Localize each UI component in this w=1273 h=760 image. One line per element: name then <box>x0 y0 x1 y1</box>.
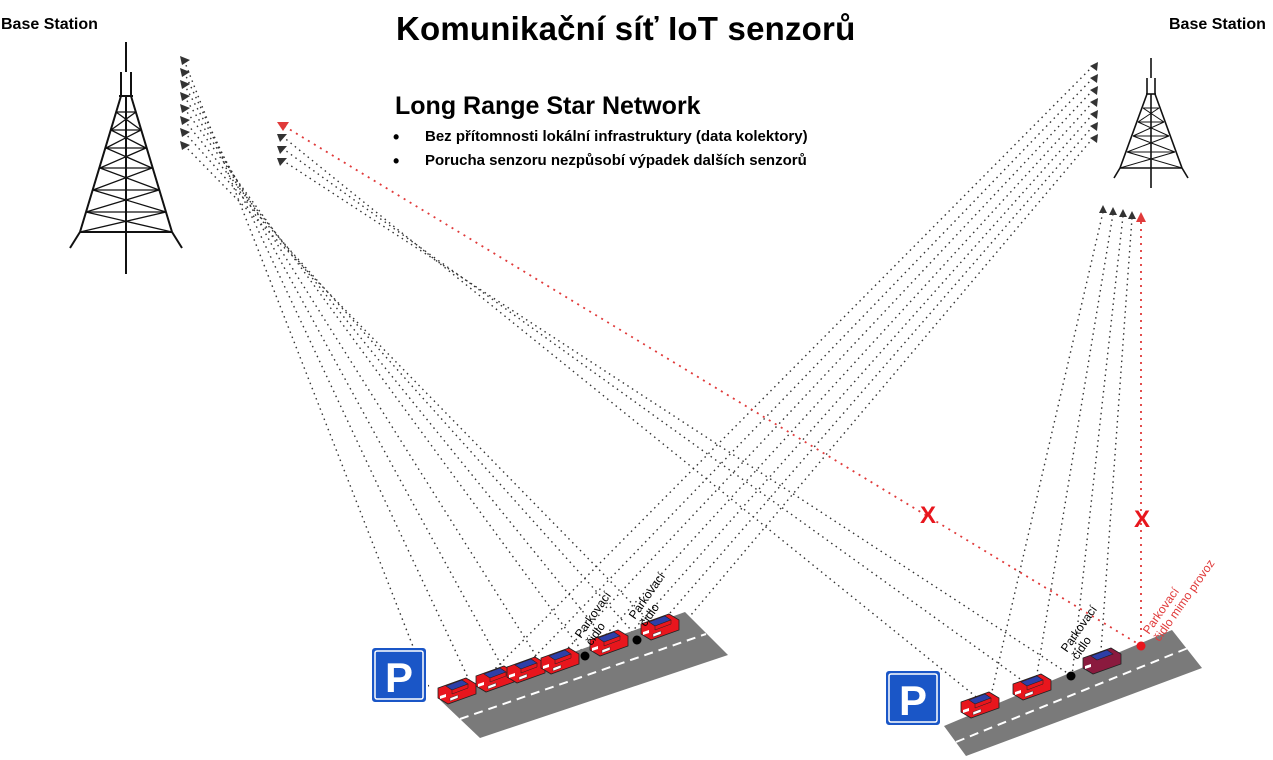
link-right-lot-1 <box>479 65 1094 685</box>
link-right-lot-2 <box>519 77 1094 673</box>
parking-sensor <box>632 635 642 645</box>
parking-sign-right: P <box>884 669 942 727</box>
car-faulty-sensor <box>1082 647 1122 675</box>
link-right-near-4 <box>1099 217 1133 665</box>
right-parking-lot <box>944 630 1202 756</box>
link-right-near-1 <box>989 211 1104 701</box>
right-road <box>944 630 1202 756</box>
failure-mark-left: X <box>920 502 937 529</box>
network-bullets: Bez přítomnosti lokální infrastruktury (… <box>393 126 808 174</box>
link-cross-1 <box>281 135 981 701</box>
failure-mark-right: X <box>1134 506 1151 533</box>
parking-sensor <box>1066 671 1076 681</box>
parking-sign-letter: P <box>899 677 927 724</box>
network-heading: Long Range Star Network <box>395 92 701 120</box>
link-right-near-3 <box>1071 215 1124 677</box>
link-left-lot-6 <box>183 119 611 646</box>
failed-link-left <box>283 125 1141 646</box>
left-tower-arrowheads <box>180 56 287 166</box>
link-right-lot-7 <box>679 137 1094 629</box>
parking-sign-left: P <box>370 646 428 704</box>
link-right-lot-4 <box>589 101 1094 653</box>
link-right-lot-5 <box>619 113 1094 646</box>
failed-arrowhead-left <box>277 122 289 131</box>
link-left-lot-4 <box>183 95 541 663</box>
base-station-right-label: Base Station <box>1169 16 1266 33</box>
bullet-item: Bez přítomnosti lokální infrastruktury (… <box>393 126 808 150</box>
failed-arrowhead-right <box>1136 212 1146 222</box>
link-left-lot-7 <box>183 131 641 641</box>
faulty-parking-sensor <box>1136 641 1146 651</box>
parking-sign-letter: P <box>385 654 413 701</box>
base-station-right-tower <box>1113 58 1189 188</box>
link-cross-3 <box>281 159 1073 677</box>
base-station-left-tower <box>69 42 183 274</box>
parking-sensor <box>580 651 590 661</box>
page-title: Komunikační síť IoT senzorů <box>396 10 856 47</box>
base-station-left-label: Base Station <box>1 16 98 33</box>
link-right-lot-3 <box>554 89 1094 663</box>
link-left-lot-2 <box>183 71 471 683</box>
bullet-item: Porucha senzoru nezpůsobí výpadek dalšíc… <box>393 150 808 174</box>
left-parking-lot <box>437 612 728 738</box>
left-road <box>440 612 728 738</box>
right-tower-arrowheads <box>1090 62 1136 219</box>
link-left-lot-8 <box>183 144 661 633</box>
link-right-lot-6 <box>649 125 1094 637</box>
